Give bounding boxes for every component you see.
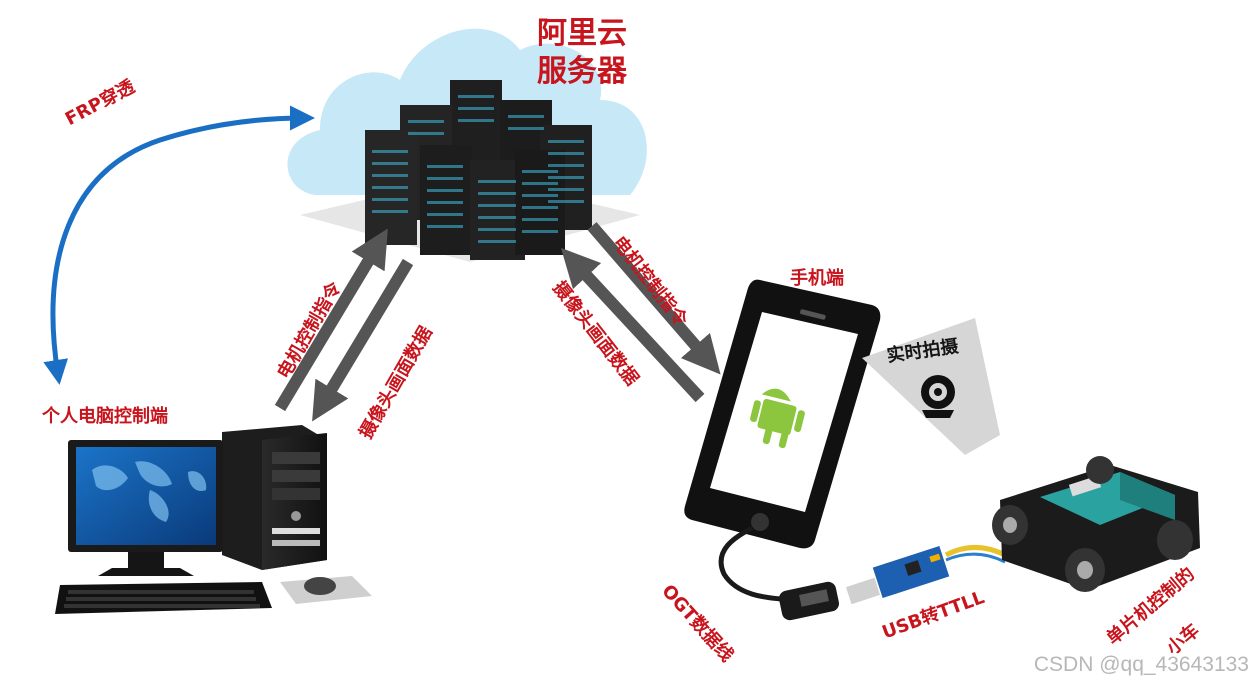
frp-arrow xyxy=(53,118,305,375)
pc-tower-icon xyxy=(222,425,327,570)
server-title-line1: 阿里云 xyxy=(537,16,627,52)
personal-computer-icon xyxy=(55,425,372,614)
mouse-icon xyxy=(304,577,336,595)
webcam-icon xyxy=(921,375,955,418)
pc-monitor-icon xyxy=(68,440,223,576)
ttl-wire-blue xyxy=(946,554,1005,562)
usb-ttl-module-icon xyxy=(846,546,949,604)
keyboard-icon xyxy=(55,582,272,614)
pc-label: 个人电脑控制端 xyxy=(42,402,168,428)
server-title-line2: 服务器 xyxy=(537,54,627,90)
otg-adapter-icon xyxy=(778,580,841,621)
phone-label: 手机端 xyxy=(790,264,844,290)
watermark: CSDN @qq_43643133 xyxy=(1034,653,1249,677)
smartphone-icon xyxy=(684,280,880,549)
